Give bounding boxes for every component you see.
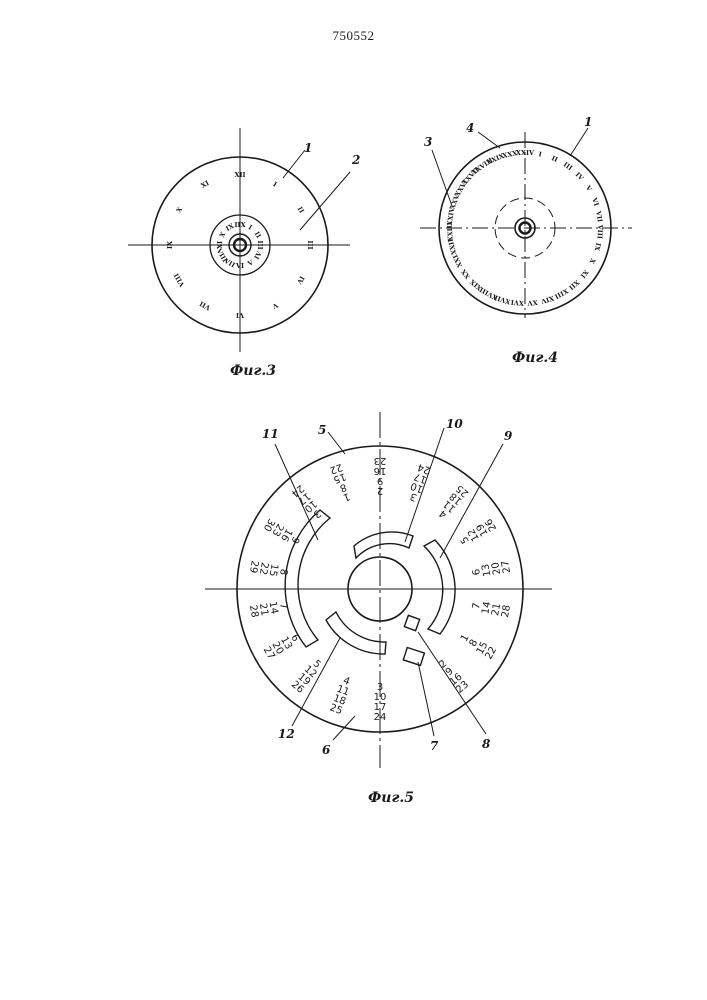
fig4-numeral-3: III	[562, 161, 574, 173]
fig4-numeral-20: XX	[459, 267, 472, 281]
fig3-inner-numeral-2: III	[257, 240, 265, 249]
fig3-inner-numeral-8: IX	[215, 241, 223, 250]
fig5-callout-11: 11	[262, 427, 279, 441]
fig4-numeral-6: VI	[590, 196, 601, 207]
fig3-outer-numeral-8: IX	[166, 240, 174, 249]
fig4-numeral-0: XXIV	[516, 149, 535, 157]
fig5-leader-5	[328, 432, 345, 454]
fig3-inner-numeral-1: II	[253, 230, 263, 239]
fig3-outer-numeral-2: III	[306, 240, 314, 249]
fig5-callout-9: 9	[504, 429, 513, 443]
fig3-callout-2: 2	[351, 153, 360, 167]
fig5-caption: Фиг.5	[368, 790, 414, 806]
fig3-inner-numeral-9: X	[217, 230, 227, 239]
fig4-numeral-11: XI	[579, 268, 590, 279]
fig4-leader-3	[432, 150, 452, 206]
fig3-inner-numeral-5: VI	[235, 262, 244, 270]
fig4-numeral-16: XVI	[510, 298, 524, 307]
fig3-inner-numeral-10: XI	[224, 221, 235, 232]
fig4-numeral-14: XIV	[539, 294, 555, 306]
fig4-numeral-10: X	[587, 257, 597, 266]
fig5-leader-6	[333, 716, 355, 740]
fig4-leader-4	[478, 132, 500, 148]
fig3-outer-numeral-6: VII	[198, 299, 213, 312]
fig5-day-number-0-3: 24	[374, 712, 387, 723]
fig4-numeral-9: IX	[592, 242, 602, 253]
fig5-callout-8: 8	[482, 737, 491, 751]
fig4-callout-1: 1	[584, 115, 592, 129]
fig5-callout-5: 5	[318, 423, 326, 437]
fig5-day-number-5-3: 29	[247, 559, 260, 573]
fig3-leader-1	[283, 150, 305, 178]
fig4-numeral-1: I	[538, 150, 543, 158]
fig4-leader-1	[570, 128, 588, 156]
fig3-inner-numeral-3: IV	[253, 249, 264, 261]
fig4-numeral-12: XII	[567, 278, 581, 291]
fig5-callout-6: 6	[322, 743, 331, 757]
fig3-outer-numeral-4: V	[270, 300, 280, 310]
fig4-callout-3: 3	[424, 135, 432, 149]
fig4-numeral-30: XXX	[502, 149, 519, 160]
fig3-outer-numeral-5: VI	[236, 311, 245, 319]
fig4-numeral-2: II	[550, 154, 559, 164]
fig4-caption: Фиг.4	[512, 350, 558, 366]
fig5-day-number-13-3: 27	[500, 559, 513, 573]
fig5-window-8	[403, 648, 424, 666]
fig5-callout-7: 7	[430, 739, 439, 753]
fig5-window-7	[404, 615, 419, 630]
fig3-outer-numeral-11: XII	[234, 171, 245, 179]
fig5-callout-12: 12	[278, 727, 295, 741]
fig3-caption: Фиг.3	[230, 363, 276, 379]
fig5-day-number-4-3: 28	[247, 604, 260, 618]
fig3-outer-numeral-10: XI	[199, 179, 210, 190]
fig5-window-9	[424, 540, 455, 634]
fig4-numeral-8: VIII	[596, 224, 605, 240]
fig4-numeral-5: V	[583, 183, 593, 193]
fig4-numeral-4: IV	[574, 171, 586, 183]
fig4-numeral-13: XIII	[553, 287, 569, 301]
fig4-numeral-7: VII	[594, 210, 604, 223]
fig4-callout-4: 4	[466, 121, 474, 135]
fig4-numeral-19: XIX	[468, 277, 484, 292]
fig5-callout-10: 10	[446, 417, 463, 431]
fig5-day-number-14-3: 28	[500, 604, 513, 618]
fig3-inner-numeral-0: I	[247, 223, 254, 231]
fig3-callout-1: 1	[304, 141, 312, 155]
fig3-outer-numeral-1: II	[296, 205, 306, 214]
fig3-outer-numeral-3: IV	[295, 274, 306, 286]
fig3-outer-numeral-7: VIII	[172, 272, 187, 289]
fig3-outer-numeral-0: I	[272, 180, 279, 188]
fig3-inner-numeral-4: V	[245, 258, 255, 268]
fig4-numeral-15: XV	[526, 298, 538, 307]
fig5-day-number-9-3: 23	[374, 455, 387, 466]
fig5-window-10	[354, 532, 413, 558]
fig3-inner-numeral-11: XII	[234, 220, 245, 228]
fig3-outer-numeral-9: X	[175, 205, 185, 214]
